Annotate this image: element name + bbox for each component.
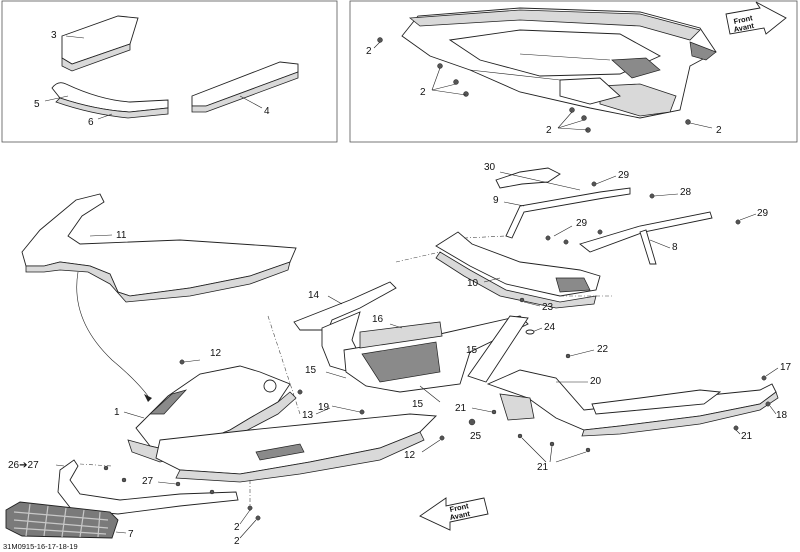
callout-26-27: 26➔27	[8, 460, 39, 471]
callout-12-b: 12	[404, 450, 416, 461]
callout-11: 11	[116, 230, 127, 241]
dash-line-e	[463, 235, 507, 239]
dash-line-a	[267, 315, 301, 415]
part-9-rail	[505, 187, 631, 239]
callout-22: 22	[597, 344, 609, 355]
dash-line-c	[395, 251, 441, 263]
callout-18: 18	[776, 410, 788, 421]
reference-arrowhead	[144, 394, 152, 402]
callout-3: 3	[51, 30, 57, 41]
callout-24: 24	[544, 322, 556, 333]
part-10-rear-panel	[435, 231, 601, 309]
front-arrow-bottom: Front Avant	[419, 497, 489, 531]
fasteners-rails	[545, 181, 741, 245]
part-7-grille	[5, 501, 119, 539]
callout-7: 7	[128, 529, 134, 540]
callout-29-a: 29	[618, 170, 630, 181]
callout-21-c: 21	[537, 462, 549, 473]
callout-2-d: 2	[716, 125, 722, 136]
callout-29-c: 29	[576, 218, 588, 229]
inset-box-body-assembly	[349, 0, 798, 143]
callout-2-b: 2	[420, 87, 426, 98]
avant-label-top: Avant	[733, 21, 755, 34]
callout-15-c: 15	[412, 399, 424, 410]
inset-box-seat-cushions	[1, 0, 338, 143]
callout-2-e: 2	[234, 522, 240, 533]
part-8-rail	[579, 211, 713, 265]
fasteners-inset	[373, 37, 713, 133]
front-label-top: Front	[733, 13, 754, 26]
front-arrow-top: Front Avant	[725, 1, 787, 35]
part-20-side-panel	[486, 369, 779, 437]
part-11-windshield	[21, 193, 297, 303]
callout-5: 5	[34, 99, 40, 110]
part-4-cushion	[191, 61, 299, 113]
callout-2-a: 2	[366, 46, 372, 57]
callout-15-a: 15	[466, 345, 478, 356]
callout-10: 10	[467, 278, 479, 289]
callout-8: 8	[672, 242, 678, 253]
callout-28: 28	[680, 187, 692, 198]
front-label-bottom: Front	[449, 501, 470, 514]
body-assembly	[401, 7, 717, 119]
part-5-6-cushion	[44, 82, 169, 120]
callout-14: 14	[308, 290, 320, 301]
callout-15-b: 15	[305, 365, 317, 376]
callout-4: 4	[264, 106, 270, 117]
callout-21-b: 21	[455, 403, 467, 414]
avant-label-bottom: Avant	[449, 509, 471, 522]
figure-code: 31M0915-16-17-18-19	[3, 542, 78, 551]
callout-1: 1	[114, 407, 120, 418]
callout-19: 19	[318, 402, 330, 413]
callout-17: 17	[780, 362, 792, 373]
callout-20: 20	[590, 376, 602, 387]
callout-12-a: 12	[210, 348, 222, 359]
callout-13: 13	[302, 410, 314, 421]
part-3-cushion	[61, 15, 139, 72]
callout-23: 23	[542, 302, 554, 313]
callout-2-f: 2	[234, 536, 240, 547]
callout-27: 27	[142, 476, 154, 487]
part-12-hood	[155, 413, 438, 483]
callout-9: 9	[493, 195, 499, 206]
callout-16: 16	[372, 314, 384, 325]
part-22-upright	[467, 315, 529, 383]
callout-6: 6	[88, 117, 94, 128]
callout-25: 25	[470, 431, 482, 442]
callout-29-b: 29	[757, 208, 769, 219]
reference-curve-11	[76, 271, 149, 397]
callout-21-a: 21	[741, 431, 753, 442]
part-15-tray	[343, 315, 529, 393]
callout-2-c: 2	[546, 125, 552, 136]
callout-30: 30	[484, 162, 496, 173]
